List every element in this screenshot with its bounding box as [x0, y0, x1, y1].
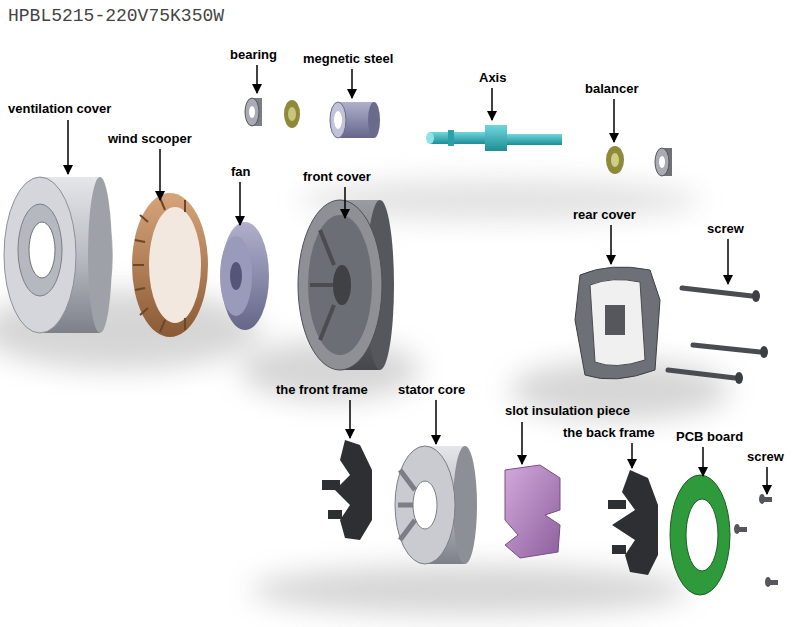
part-label: fan [231, 164, 251, 179]
back-frame [608, 470, 658, 575]
part-label: bearing [230, 47, 277, 62]
diagram-title: HPBL5215-220V75K350W [8, 6, 224, 26]
fan [220, 222, 269, 330]
part-label: the front frame [276, 382, 368, 397]
part-label: the back frame [563, 425, 655, 440]
part-label: balancer [585, 81, 638, 96]
stator-core [395, 446, 477, 564]
part-label: wind scooper [108, 131, 192, 146]
long-screw [668, 288, 760, 378]
axis-shaft [426, 125, 562, 151]
wind-scooper [132, 193, 208, 337]
part-label: front cover [303, 169, 371, 184]
magnetic-steel [330, 102, 380, 138]
front-cover [298, 200, 394, 370]
part-label: slot insulation piece [505, 403, 630, 418]
ventilation-cover [4, 177, 113, 333]
rear-cover [575, 267, 660, 379]
part-label: ventilation cover [8, 101, 111, 116]
bearing [245, 98, 262, 126]
small-screw [734, 494, 778, 587]
leader-arrow [68, 65, 767, 494]
part-label: PCB board [676, 429, 743, 444]
balancer [606, 146, 624, 174]
part-label: megnetic steel [303, 51, 393, 66]
pcb-board [670, 475, 730, 595]
part-label: Axis [479, 70, 506, 85]
bearing [655, 148, 672, 176]
front-frame [322, 440, 372, 540]
slot-insulation-piece [505, 465, 560, 558]
part-label: screw [747, 449, 784, 464]
part-label: screw [707, 221, 744, 236]
part-label: rear cover [573, 207, 636, 222]
bearing-ring [284, 100, 300, 128]
part-label: stator core [398, 382, 465, 397]
